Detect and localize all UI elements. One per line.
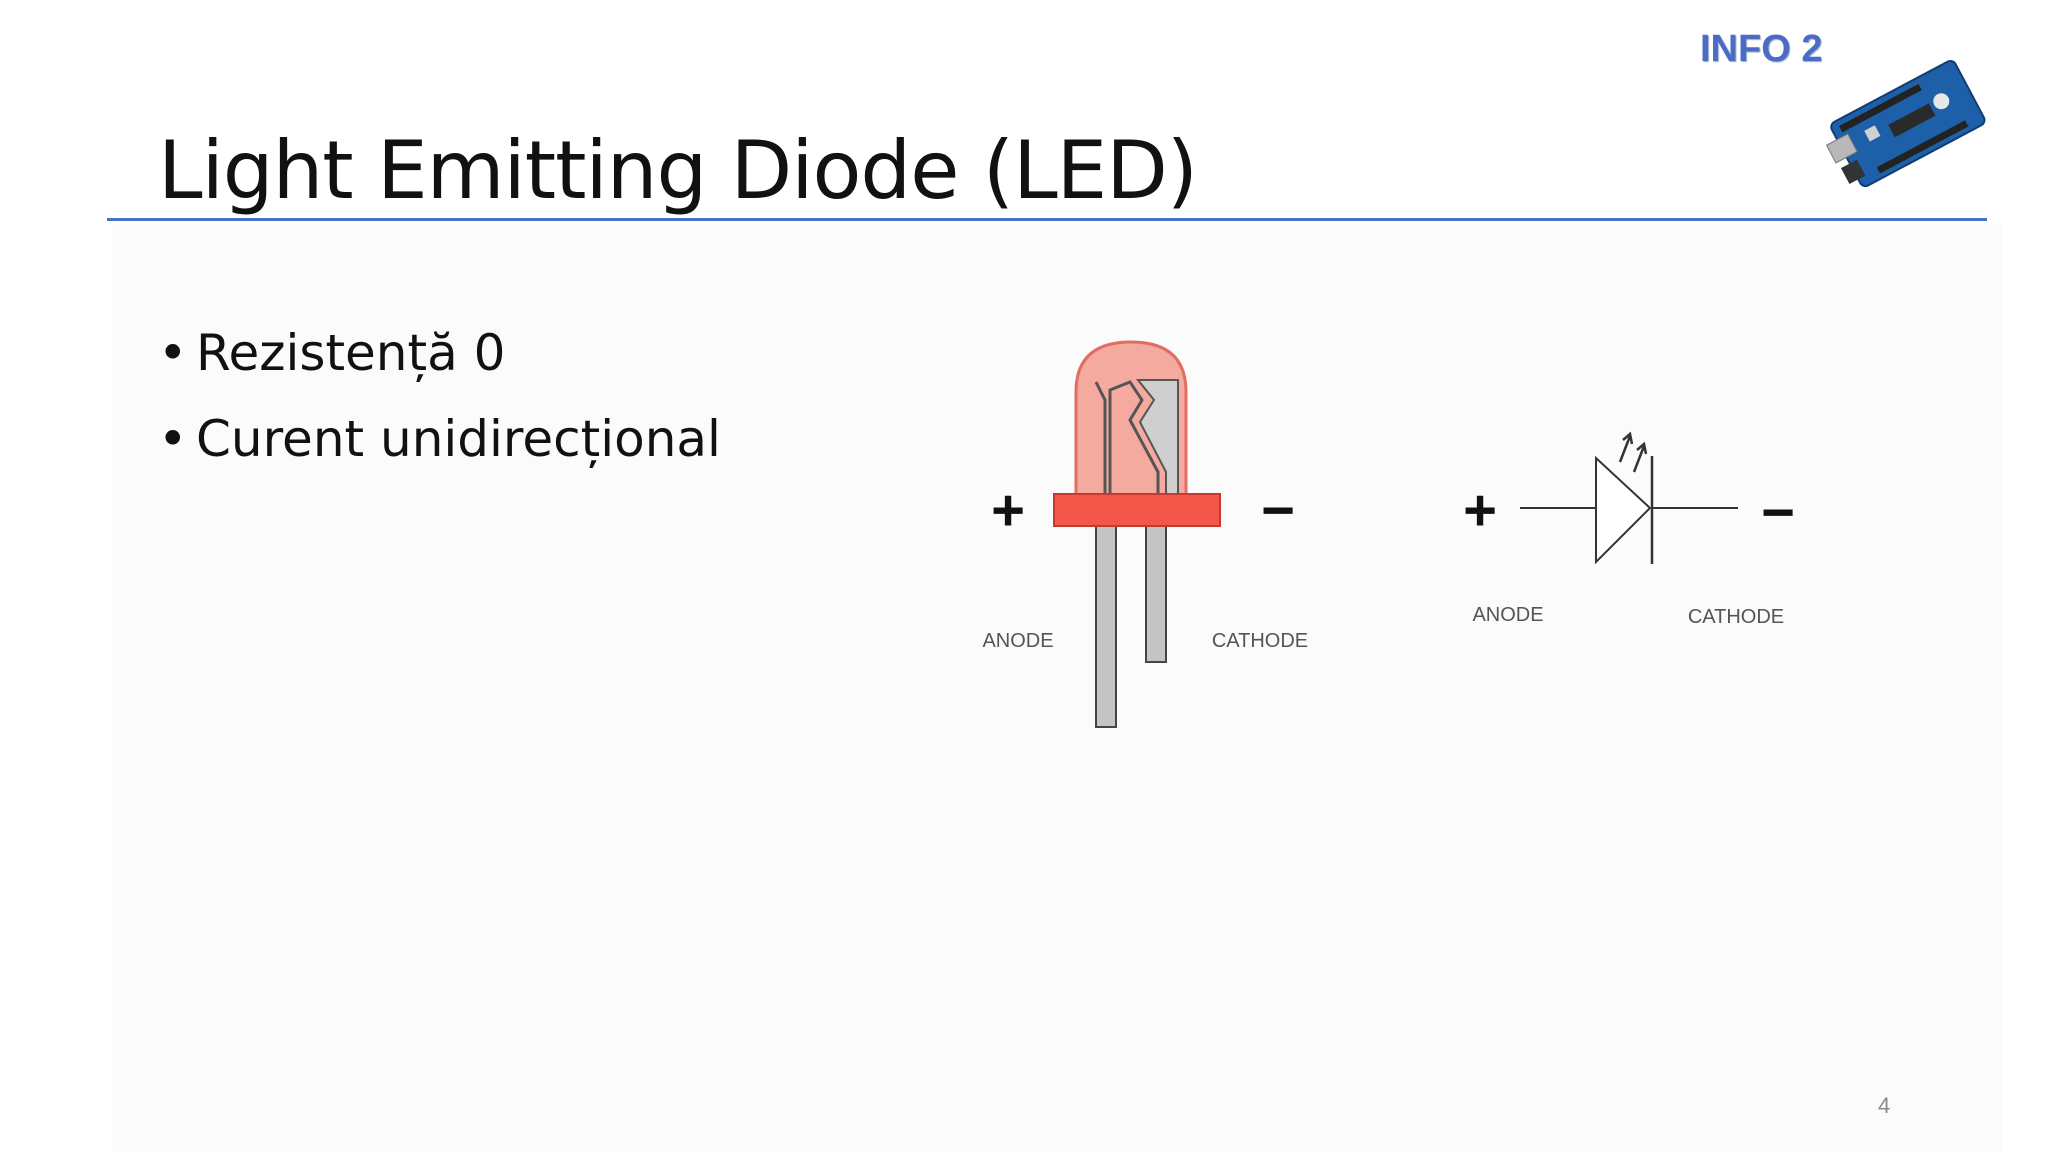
led-diagram: + − ANODE CATHODE + − ANODE CATHODE <box>982 340 1795 728</box>
slide-title: Light Emitting Diode (LED) <box>158 124 1198 217</box>
bullet-text: Rezistență 0 <box>196 324 506 382</box>
led-post <box>1094 381 1107 498</box>
symbol-anode-label: ANODE <box>1472 604 1543 626</box>
anode-lead <box>1095 514 1117 728</box>
led-minus-sign: − <box>1261 478 1295 543</box>
arduino-board-icon <box>1825 59 1986 188</box>
course-brand: INFO 2 <box>1700 28 1823 70</box>
symbol-minus-sign: − <box>1761 480 1795 545</box>
led-component <box>1053 340 1221 728</box>
led-anode-label: ANODE <box>982 630 1053 652</box>
bullet-list: • Rezistență 0 • Curent unidirecțional <box>158 310 721 482</box>
content-area <box>112 225 2002 1152</box>
led-symbol <box>1520 431 1738 565</box>
bullet-item: • Curent unidirecțional <box>158 396 721 482</box>
led-cathode-label: CATHODE <box>1212 630 1308 652</box>
led-die <box>1135 379 1179 499</box>
symbol-cathode-label: CATHODE <box>1688 606 1784 628</box>
bullet-marker: • <box>158 324 188 382</box>
emission-arrows-icon <box>1618 431 1648 473</box>
led-plus-sign: + <box>991 478 1025 543</box>
cathode-lead <box>1145 514 1167 663</box>
symbol-plus-sign: + <box>1463 478 1497 543</box>
led-base <box>1053 493 1221 527</box>
led-anvil <box>1108 380 1160 498</box>
bullet-marker: • <box>158 410 188 468</box>
page-number: 4 <box>1878 1093 1891 1118</box>
bullet-item: • Rezistență 0 <box>158 310 721 396</box>
title-underline <box>107 218 1987 221</box>
bullet-text: Curent unidirecțional <box>196 410 721 468</box>
